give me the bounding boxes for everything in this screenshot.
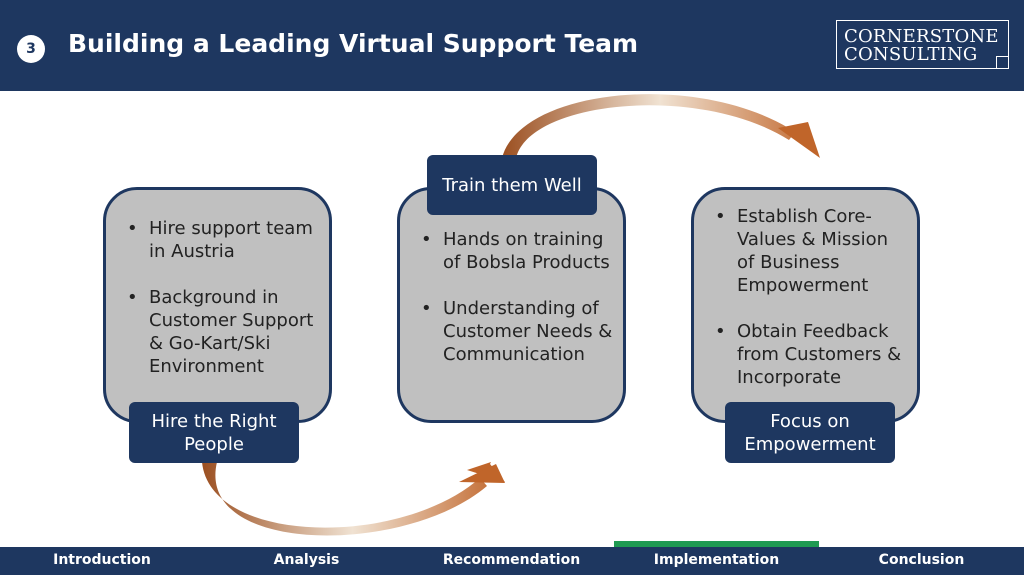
section-nav: Introduction Analysis Recommendation Imp… bbox=[0, 547, 1024, 575]
company-logo: CORNERSTONE CONSULTING bbox=[836, 20, 1009, 69]
bullet-list: Hands on training of Bobsla Products Und… bbox=[417, 228, 617, 366]
bullet-list: Establish Core-Values & Mission of Busin… bbox=[711, 205, 911, 389]
page-title: Building a Leading Virtual Support Team bbox=[68, 29, 639, 58]
nav-item-introduction[interactable]: Introduction bbox=[53, 552, 151, 568]
step-card-hire: Hire support team in Austria Background … bbox=[103, 187, 332, 423]
step-card-train: Hands on training of Bobsla Products Und… bbox=[397, 187, 626, 423]
top-curved-arrow bbox=[502, 94, 795, 158]
bottom-curved-arrow bbox=[202, 462, 487, 536]
nav-item-recommendation[interactable]: Recommendation bbox=[442, 552, 581, 568]
bullet-item: Hands on training of Bobsla Products bbox=[417, 228, 617, 274]
bullet-item: Hire support team in Austria bbox=[123, 217, 315, 263]
bullet-item: Establish Core-Values & Mission of Busin… bbox=[711, 205, 911, 297]
step-label-empower: Focus on Empowerment bbox=[725, 402, 895, 463]
bullet-item: Understanding of Customer Needs & Commun… bbox=[417, 297, 617, 366]
logo-square-mark bbox=[996, 56, 1009, 69]
bullet-item: Background in Customer Support & Go-Kart… bbox=[123, 286, 315, 378]
top-arrow-head bbox=[778, 122, 820, 158]
nav-active-indicator bbox=[614, 541, 819, 547]
bullet-item: Obtain Feedback from Customers & Incorpo… bbox=[711, 320, 911, 389]
nav-item-analysis[interactable]: Analysis bbox=[273, 552, 340, 568]
step-label-hire: Hire the Right People bbox=[129, 402, 299, 463]
nav-item-conclusion[interactable]: Conclusion bbox=[878, 552, 965, 568]
logo-text-line1: CORNERSTONE bbox=[844, 26, 999, 47]
logo-text-line2: CONSULTING bbox=[844, 44, 978, 65]
nav-item-implementation[interactable]: Implementation bbox=[653, 552, 780, 568]
slide-number-badge: 3 bbox=[17, 35, 45, 63]
step-card-empower: Establish Core-Values & Mission of Busin… bbox=[691, 187, 920, 423]
bullet-list: Hire support team in Austria Background … bbox=[123, 217, 315, 378]
header-bar: 3 Building a Leading Virtual Support Tea… bbox=[0, 0, 1024, 91]
step-label-train: Train them Well bbox=[427, 155, 597, 215]
